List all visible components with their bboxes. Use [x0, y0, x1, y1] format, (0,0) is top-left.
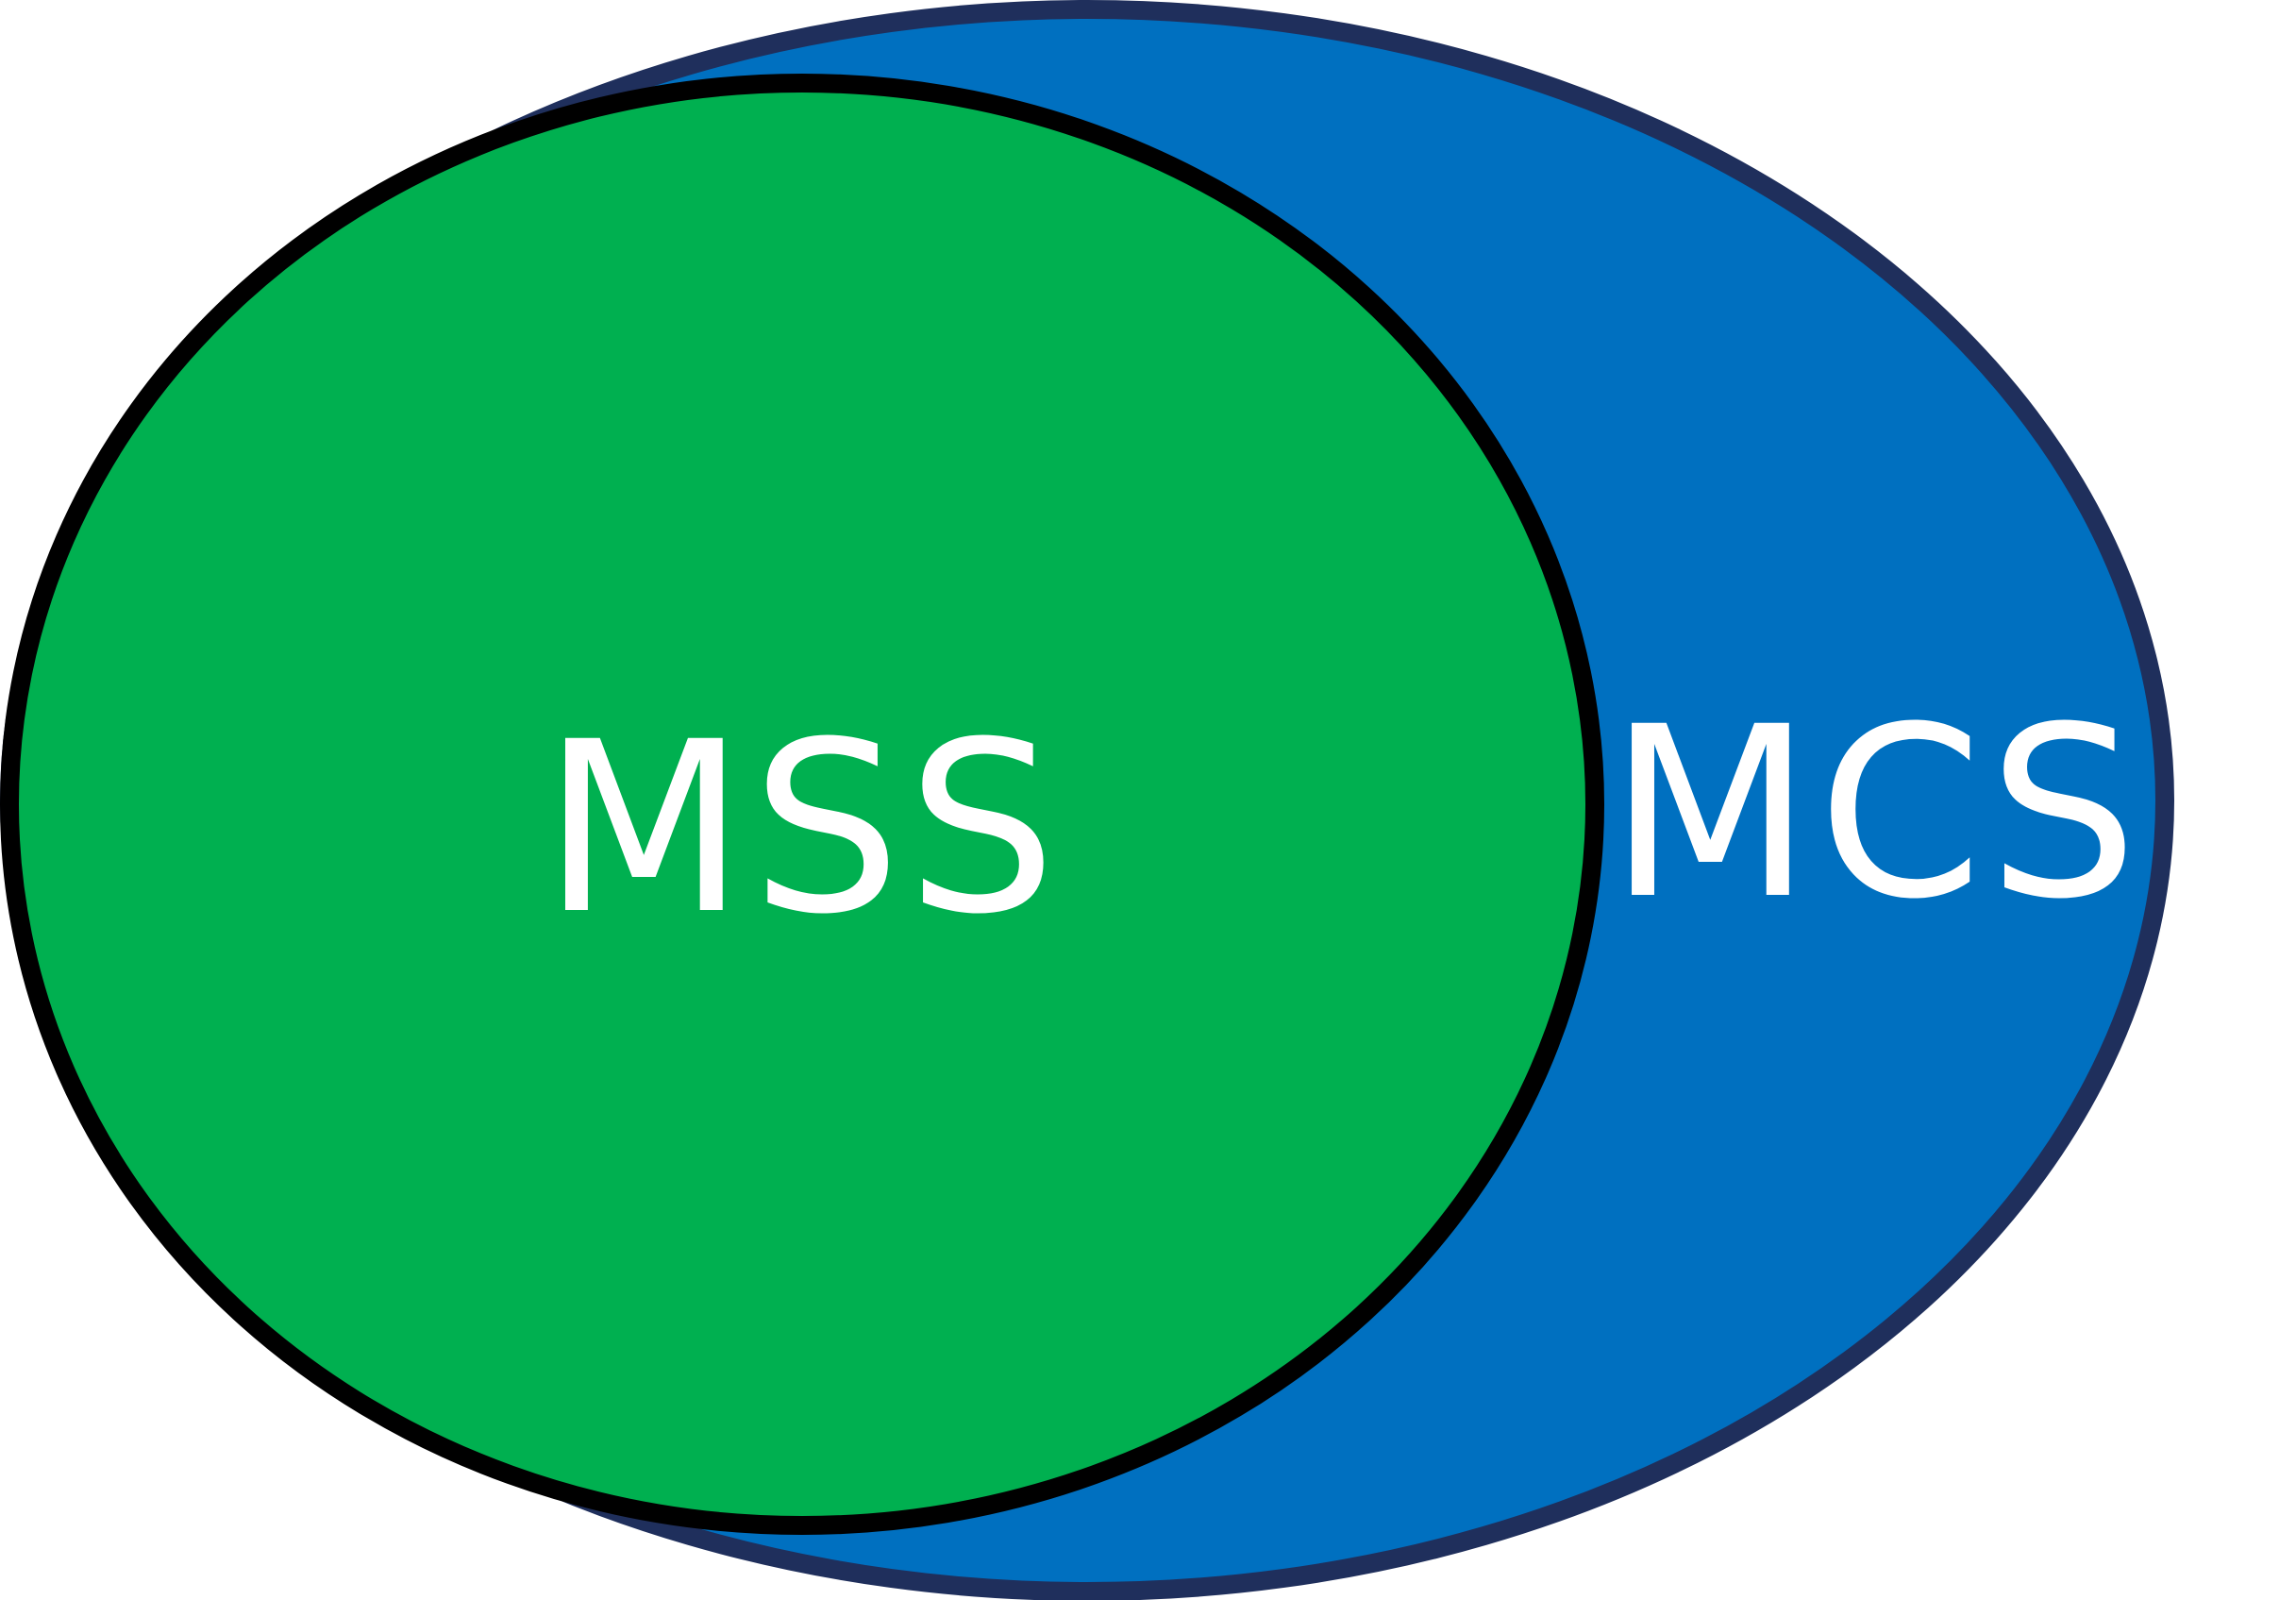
- mss-label: MSS: [542, 691, 1062, 966]
- mss-set-ellipse: [0, 74, 1604, 1535]
- mcs-label: MCS: [1609, 676, 2144, 951]
